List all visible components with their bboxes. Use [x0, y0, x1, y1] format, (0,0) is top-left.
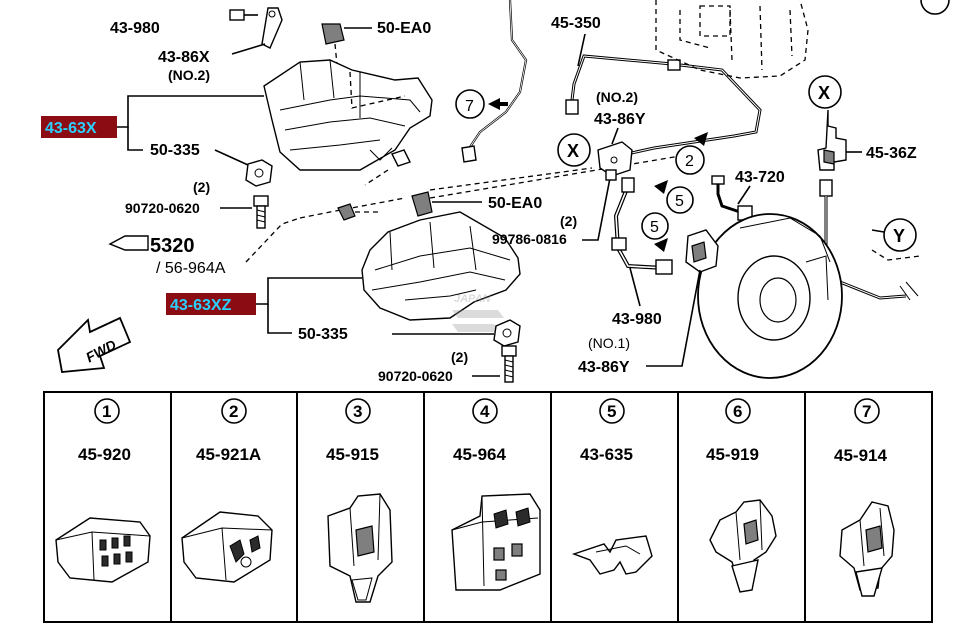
label-no2-left: (NO.2) — [168, 67, 210, 83]
callout-y-right: Y — [871, 218, 917, 252]
label-50-335-bot: 50-335 — [298, 326, 348, 343]
label-qty-2-c: (2) — [451, 349, 468, 365]
callout-x-top-text: X — [818, 83, 830, 103]
bolt-small-top-icon — [229, 9, 258, 21]
callout-x-left-text: X — [567, 141, 579, 161]
cell-2-number: 2 — [229, 402, 238, 421]
cell-7-part: 45-914 — [834, 446, 887, 465]
brake-hose-43-980-bot-icon — [611, 177, 673, 275]
label-43-63x: 43-63X — [45, 120, 97, 137]
callout-5a-num: 5 — [675, 193, 684, 210]
table-cell-7: 7 45-914 — [834, 398, 895, 597]
arrow-mid-icon — [654, 180, 668, 194]
callout-x-top: X — [808, 75, 842, 109]
label-no2-right: (NO.2) — [596, 89, 638, 105]
brake-disc-icon — [697, 213, 843, 379]
watermark-logo: JAPAN — [452, 293, 504, 332]
arrow-top-icon — [694, 132, 708, 146]
cell-6-part: 45-919 — [706, 445, 759, 464]
table-cell-5: 5 43-635 — [571, 398, 653, 575]
label-43-86y-bot: 43-86Y — [578, 359, 630, 376]
label-43-86x: 43-86X — [158, 49, 210, 66]
label-43-720: 43-720 — [735, 169, 785, 186]
nut-50-335-top-icon — [245, 159, 273, 187]
label-5320: 5320 — [150, 235, 195, 257]
clip-45-964-icon — [451, 493, 541, 591]
label-43-980-bot: 43-980 — [612, 311, 662, 328]
callout-7: 7 — [455, 89, 508, 119]
table-cell-1: 1 45-920 — [55, 398, 151, 583]
label-90720-a: 90720-0620 — [125, 200, 200, 216]
callout-2-num: 2 — [685, 153, 694, 170]
parts-table: 1 45-920 2 45-921A — [43, 391, 933, 623]
highlight-43-63x: 43-63X — [41, 95, 264, 151]
cell-3-part: 45-915 — [326, 445, 379, 464]
nut-50-335-bot-icon — [493, 319, 521, 347]
cell-7-number: 7 — [862, 402, 871, 421]
highlight-43-63xz: 43-63XZ — [166, 277, 362, 334]
clip-45-921a-icon — [181, 511, 273, 583]
bracket-43-86x-icon — [231, 7, 283, 55]
table-cell-3: 3 45-915 — [326, 398, 393, 603]
strut-outline-icon — [655, 0, 809, 79]
cell-4-number: 4 — [480, 402, 490, 421]
cell-1-number: 1 — [102, 402, 111, 421]
table-cell-2: 2 45-921A — [181, 398, 273, 583]
watermark-text: JAPAN — [454, 293, 492, 305]
label-45-350: 45-350 — [551, 15, 601, 32]
cell-2-part: 45-921A — [196, 445, 261, 464]
cell-3-number: 3 — [353, 402, 362, 421]
table-cell-6: 6 45-919 — [706, 398, 777, 593]
clip-45-919-icon — [709, 499, 777, 593]
clip-mid-icon — [337, 149, 411, 221]
clip-50-ea0-top-icon — [321, 23, 372, 97]
label-99786: 99786-0816 — [492, 231, 567, 247]
arrow-low-icon — [654, 238, 668, 252]
callout-2: 2 — [675, 145, 705, 175]
callout-cropped-icon — [920, 0, 950, 15]
callout-y-right-text: Y — [893, 226, 905, 246]
label-43-980-top: 43-980 — [110, 20, 160, 37]
cell-5-number: 5 — [607, 402, 616, 421]
brake-line-45-350-icon — [565, 54, 762, 158]
label-45-36z: 45-36Z — [866, 145, 917, 162]
callout-5b-num: 5 — [650, 219, 659, 236]
label-qty-2-a: (2) — [193, 179, 210, 195]
label-43-63xz: 43-63XZ — [170, 297, 232, 314]
reference-5320-icon — [108, 235, 149, 251]
cell-6-number: 6 — [733, 402, 742, 421]
label-43-86y-top: 43-86Y — [594, 111, 646, 128]
callout-5a: 5 — [666, 186, 694, 214]
clip-45-915-icon — [327, 493, 393, 603]
label-50-ea0-mid: 50-EA0 — [488, 195, 542, 212]
bolt-90720-a-icon — [253, 195, 269, 229]
bolt-90720-b-icon — [501, 345, 517, 383]
cell-4-part: 45-964 — [453, 445, 506, 464]
label-90720-b: 90720-0620 — [378, 368, 453, 384]
callout-x-left: X — [557, 133, 591, 167]
fwd-arrow-icon: FWD — [57, 316, 132, 373]
splash-shield-lower-icon — [361, 211, 521, 321]
cell-1-part: 45-920 — [78, 445, 131, 464]
cell-5-part: 43-635 — [580, 445, 633, 464]
label-qty-2-b: (2) — [560, 213, 577, 229]
clip-45-914-icon — [839, 501, 895, 597]
callout-5b: 5 — [641, 212, 669, 240]
callout-7-num: 7 — [465, 98, 474, 115]
clip-43-635-icon — [571, 535, 653, 575]
bracket-43-86y-top-icon — [597, 141, 633, 177]
label-no1: (NO.1) — [588, 335, 630, 351]
clip-50-ea0-mid-icon — [411, 191, 482, 217]
clip-45-920-icon — [55, 517, 151, 583]
table-cell-4: 4 45-964 — [451, 398, 541, 591]
label-56-964a: / 56-964A — [156, 260, 226, 277]
label-50-ea0-top: 50-EA0 — [377, 20, 431, 37]
brake-line-43-980-icon — [461, 0, 528, 163]
splash-shield-upper-icon — [263, 59, 433, 171]
caliper-bracket-icon — [685, 229, 719, 273]
label-50-335-top: 50-335 — [150, 142, 200, 159]
bolt-99786-icon — [605, 169, 617, 181]
